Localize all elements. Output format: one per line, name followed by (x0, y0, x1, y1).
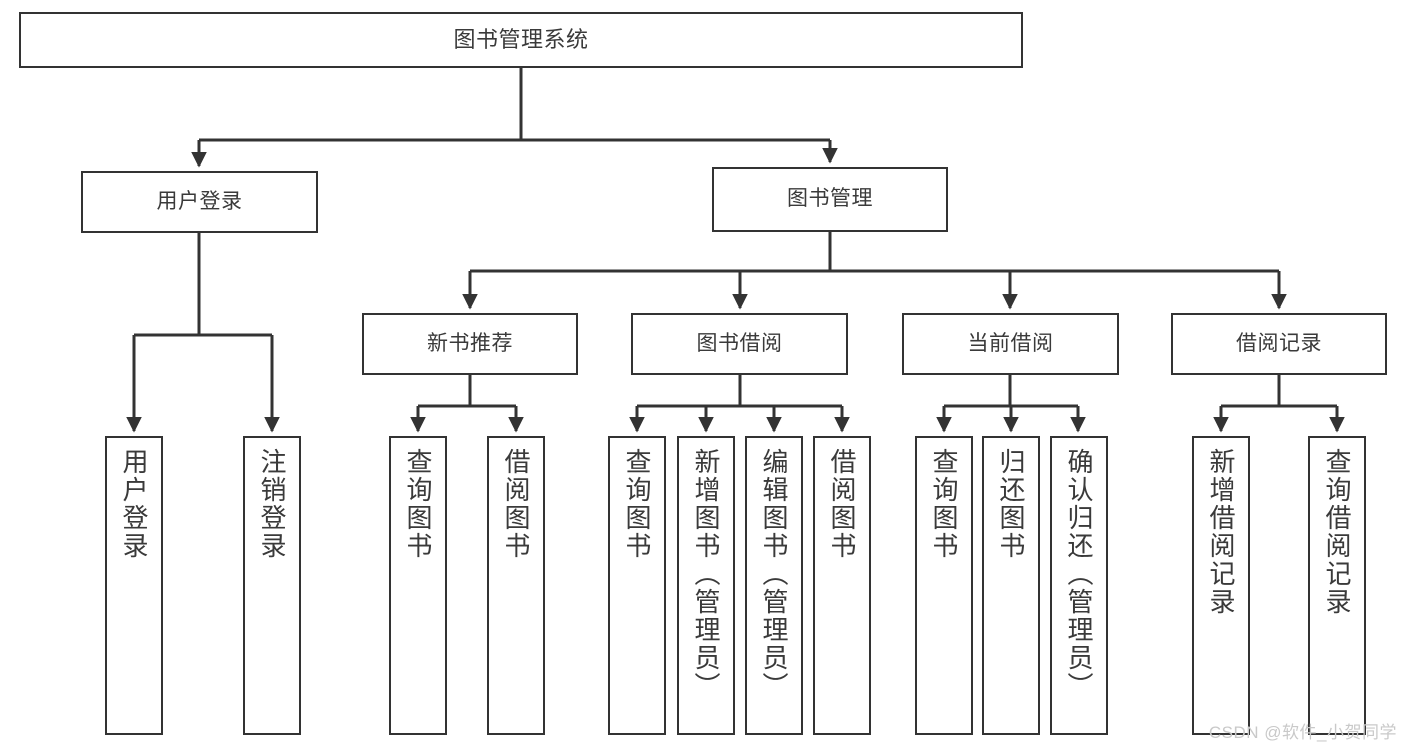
node-leaf-confirm-return[interactable]: 确认归还（管理员） (1050, 436, 1108, 735)
node-book-manage[interactable]: 图书管理 (712, 167, 948, 232)
node-leaf-query-book-recommend[interactable]: 查询图书 (389, 436, 447, 735)
node-borrow-record[interactable]: 借阅记录 (1171, 313, 1387, 375)
node-label: 新书推荐 (427, 331, 513, 355)
node-root-book-management-system[interactable]: 图书管理系统 (19, 12, 1023, 68)
node-leaf-borrow-book-recommend[interactable]: 借阅图书 (487, 436, 545, 735)
node-label: 查询图书 (929, 448, 959, 560)
node-leaf-user-login[interactable]: 用户登录 (105, 436, 163, 735)
csdn-watermark: CSDN @软件_小贺同学 (1208, 723, 1397, 742)
node-book-borrow[interactable]: 图书借阅 (631, 313, 848, 375)
node-current-borrow[interactable]: 当前借阅 (902, 313, 1119, 375)
node-label: 图书借阅 (696, 331, 783, 355)
node-leaf-add-borrow-record[interactable]: 新增借阅记录 (1192, 436, 1250, 735)
node-label: 确认归还（管理员） (1064, 448, 1094, 700)
node-label: 用户登录 (156, 189, 243, 213)
node-label: 用户登录 (119, 448, 149, 560)
node-label: 借阅图书 (501, 448, 531, 560)
node-user-login[interactable]: 用户登录 (81, 171, 318, 233)
node-label: 借阅图书 (827, 448, 857, 560)
node-leaf-edit-book[interactable]: 编辑图书（管理员） (745, 436, 803, 735)
node-new-book-recommend[interactable]: 新书推荐 (362, 313, 578, 375)
node-label: 归还图书 (996, 448, 1026, 560)
node-label: 借阅记录 (1236, 331, 1322, 355)
node-label: 查询图书 (403, 448, 433, 560)
node-label: 新增借阅记录 (1206, 448, 1236, 616)
node-leaf-logout-login[interactable]: 注销登录 (243, 436, 301, 735)
node-leaf-query-book-borrow[interactable]: 查询图书 (608, 436, 666, 735)
node-leaf-borrow-book[interactable]: 借阅图书 (813, 436, 871, 735)
node-label: 当前借阅 (967, 331, 1054, 355)
node-label: 新增图书（管理员） (691, 448, 721, 700)
node-label: 查询借阅记录 (1322, 448, 1352, 616)
node-leaf-add-book[interactable]: 新增图书（管理员） (677, 436, 735, 735)
node-label: 注销登录 (257, 448, 287, 560)
node-label: 查询图书 (622, 448, 652, 560)
node-label: 图书管理系统 (453, 27, 589, 53)
node-leaf-query-borrow-record[interactable]: 查询借阅记录 (1308, 436, 1366, 735)
node-label: 图书管理 (787, 187, 873, 211)
node-label: 编辑图书（管理员） (759, 448, 789, 700)
node-leaf-query-book-current[interactable]: 查询图书 (915, 436, 973, 735)
node-leaf-return-book[interactable]: 归还图书 (982, 436, 1040, 735)
